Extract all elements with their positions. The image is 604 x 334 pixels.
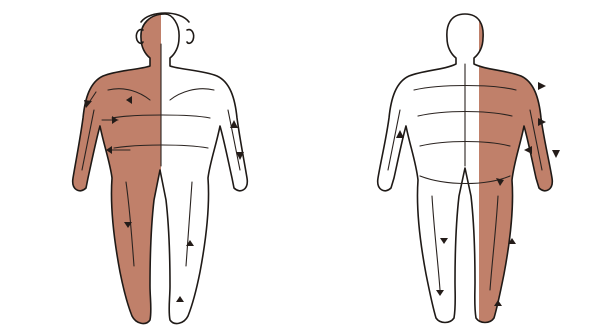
back-body-figure	[378, 14, 560, 323]
front-shaded-half	[73, 14, 248, 323]
front-body-figure	[73, 13, 248, 323]
